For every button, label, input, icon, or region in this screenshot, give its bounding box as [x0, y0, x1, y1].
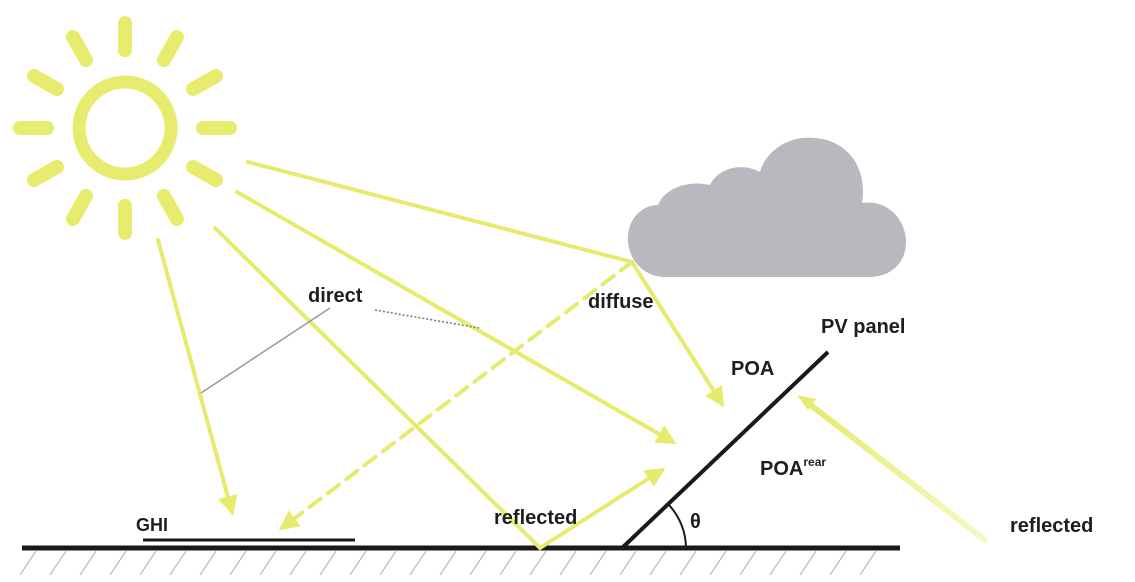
sun-icon [13, 16, 237, 240]
ray-diffuse-ghi [278, 260, 634, 531]
label-reflected-ground: reflected [494, 507, 577, 529]
ray-direct-ground [213, 226, 666, 551]
label-poa: POA [731, 358, 774, 380]
ray-ghi [156, 238, 238, 516]
direct-leader-right [374, 309, 480, 329]
label-poa-rear-sup: rear [803, 455, 826, 469]
label-leaders [200, 307, 480, 394]
label-ghi: GHI [136, 515, 168, 535]
ground [19, 545, 900, 576]
pv-panel [620, 350, 830, 550]
ray-diffuse-poa [246, 160, 725, 408]
label-pv-panel: PV panel [821, 316, 905, 338]
label-poa-rear-base: POA [760, 458, 803, 480]
label-diffuse: diffuse [588, 291, 654, 313]
ground-hatching [19, 550, 877, 576]
direct-leader-left [200, 307, 331, 394]
label-poa-rear: POArear [760, 455, 826, 480]
ray-reflected-rear-head [797, 395, 816, 410]
labels: direct diffuse PV panel POA POArear GHI … [136, 285, 1093, 537]
ray-direct-panel [235, 190, 677, 444]
ray-reflected-rear [805, 400, 988, 543]
label-direct: direct [308, 285, 363, 307]
label-theta: θ [690, 511, 701, 533]
irradiance-rays [156, 160, 725, 551]
cloud-icon [627, 137, 906, 277]
theta-arc [667, 503, 687, 549]
label-reflected-right: reflected [1010, 515, 1093, 537]
